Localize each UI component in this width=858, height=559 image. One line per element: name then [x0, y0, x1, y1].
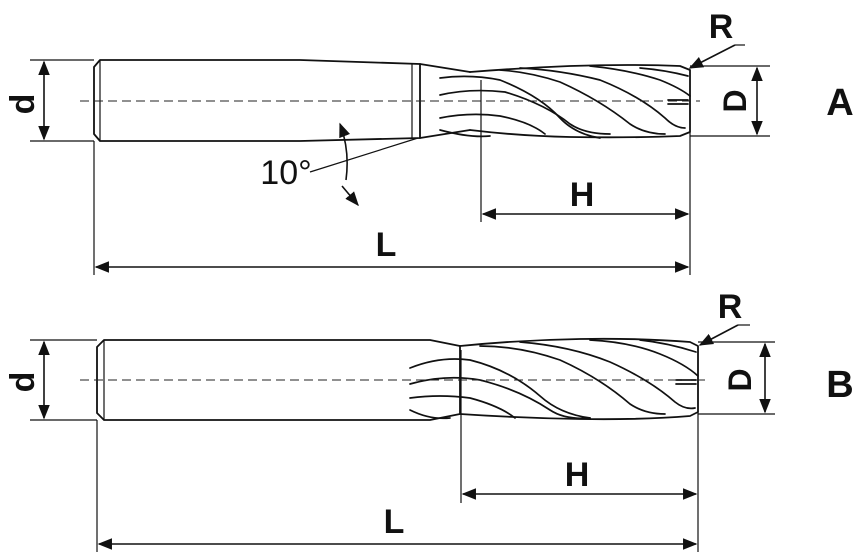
variant-b-label: B	[826, 364, 853, 406]
tool-a-flute-length-label: H	[570, 176, 595, 214]
tool-b: d D R H L B	[4, 288, 854, 552]
tool-a-cutter-diameter-label: D	[717, 89, 753, 112]
tool-a-shank-diameter-label: d	[4, 94, 42, 115]
tool-a-angle-label: 10°	[260, 154, 311, 192]
tool-b-shank	[96, 339, 461, 421]
tool-a-flutes	[439, 65, 691, 139]
tool-b-flutes	[409, 339, 699, 420]
tool-b-cutter-diameter-label: D	[722, 368, 758, 391]
tool-b-flute-length-label: H	[565, 456, 590, 494]
variant-a-label: A	[826, 82, 853, 124]
tool-b-shank-diameter-label: d	[4, 372, 42, 393]
tool-a-neck	[419, 63, 471, 139]
tool-a-overall-length-label: L	[376, 226, 397, 264]
tool-a-radius-label: R	[709, 8, 734, 46]
tool-b-radius-label: R	[718, 288, 743, 326]
tool-b-overall-length-label: L	[384, 503, 405, 541]
tool-a-shank	[93, 59, 421, 142]
tool-a: d D R 10° H L A	[4, 8, 854, 275]
tool-b-cutter	[459, 337, 699, 421]
